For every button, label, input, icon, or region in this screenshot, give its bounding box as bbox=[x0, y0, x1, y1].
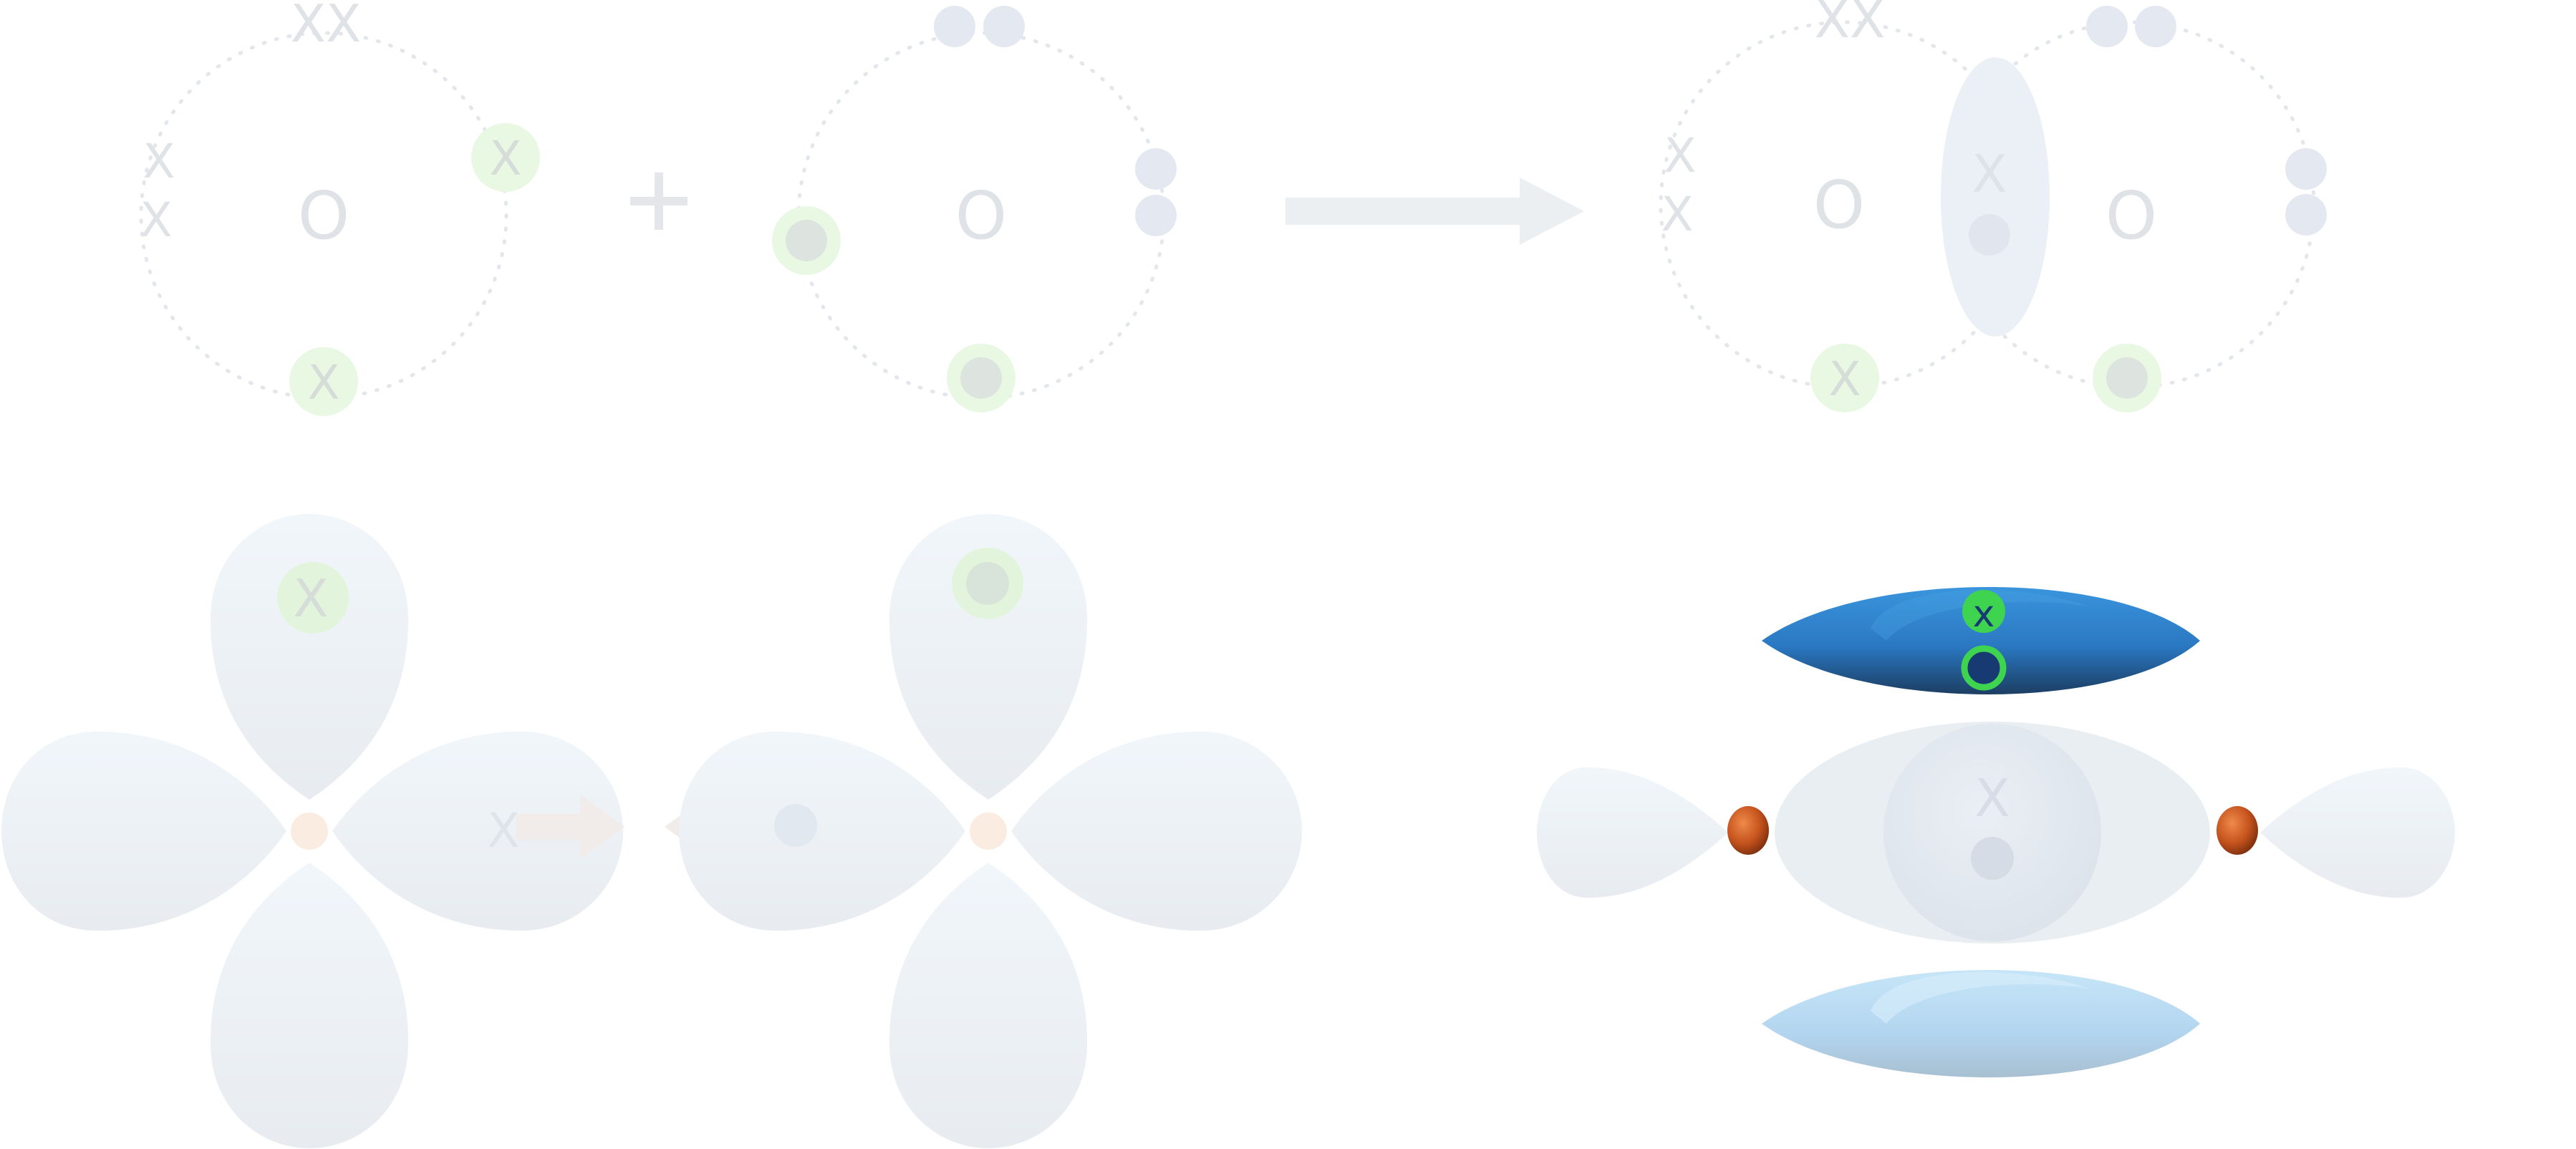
electron-dot bbox=[2285, 148, 2327, 190]
bonding-electron-halo bbox=[289, 347, 358, 416]
pi-electron-o-marker bbox=[1961, 645, 2007, 691]
electron-dot bbox=[1135, 148, 1177, 190]
electron-mark: X bbox=[143, 134, 175, 189]
p-orbital-lobe bbox=[1537, 767, 1728, 898]
atom-symbol: O bbox=[955, 178, 1007, 254]
pi-electron-mark: x bbox=[1973, 593, 1995, 636]
electron-dot bbox=[2086, 6, 2128, 47]
arrow-right-icon bbox=[1285, 178, 1584, 245]
top-right-oxygen: O bbox=[772, 6, 1177, 412]
electron-pair-mark: XX bbox=[291, 0, 362, 54]
electron-mark: X bbox=[487, 803, 519, 858]
sigma-electron-mark: X bbox=[1974, 768, 2010, 828]
o2-molecular-orbitals: X x bbox=[1537, 587, 2455, 1077]
electron-dot bbox=[2285, 194, 2327, 236]
electron-mark: X bbox=[1664, 128, 1696, 183]
pi-bond-highlight bbox=[1871, 971, 2091, 1024]
electron-dot bbox=[966, 562, 1009, 605]
right-p-orbitals bbox=[679, 514, 1302, 1148]
bonding-electron-halo bbox=[471, 123, 540, 192]
pi-bond-top-orbital bbox=[1762, 587, 2200, 694]
p-orbital-lobe bbox=[679, 731, 965, 931]
sigma-electron-dot bbox=[1971, 837, 2014, 880]
electron-mark: X bbox=[1661, 187, 1693, 242]
p-orbital-lobe bbox=[1, 731, 286, 931]
atom-nucleus bbox=[291, 813, 328, 850]
atom-symbol: O bbox=[298, 178, 349, 254]
shared-electron-dot bbox=[1969, 214, 2010, 256]
shared-bond-region bbox=[1941, 57, 2050, 336]
electron-mark: X bbox=[489, 131, 521, 186]
electron-dot bbox=[1135, 195, 1177, 236]
p-orbital-lobe bbox=[1011, 731, 1302, 931]
electron-dot bbox=[2135, 6, 2176, 47]
electron-mark: X bbox=[140, 193, 172, 248]
electron-dot bbox=[786, 220, 827, 261]
electron-mark: X bbox=[307, 355, 339, 410]
sigma-bond-sphere bbox=[1883, 724, 2101, 941]
electron-dot bbox=[960, 357, 1002, 399]
oxygen-nucleus-left bbox=[1727, 806, 1769, 855]
left-p-orbitals: X X bbox=[1, 514, 623, 1148]
p-orbital-lobe bbox=[210, 514, 409, 800]
pi-bond-bottom-orbital bbox=[1762, 970, 2200, 1077]
electron-dot bbox=[934, 6, 975, 47]
electron-dot bbox=[2106, 357, 2148, 399]
p-orbital-lobe bbox=[889, 514, 1088, 800]
electron-mark: X bbox=[1828, 352, 1861, 407]
p-orbital-lobe bbox=[210, 863, 409, 1148]
electron-mark: X bbox=[293, 568, 328, 629]
electron-dot bbox=[983, 6, 1025, 47]
electron-dot bbox=[774, 804, 817, 847]
atom-symbol: O bbox=[1813, 167, 1865, 243]
shared-electron-mark: X bbox=[1972, 144, 2007, 204]
electron-pair-mark: XX bbox=[1815, 0, 1886, 49]
pi-bond-highlight bbox=[1871, 589, 2091, 641]
p-orbital-lobe bbox=[2260, 767, 2455, 898]
bonding-electron-halo bbox=[1810, 344, 1879, 412]
top-product-o2: O O XX X X X X bbox=[1659, 0, 2327, 412]
atom-nucleus bbox=[970, 813, 1007, 850]
atom-symbol: O bbox=[2105, 178, 2157, 254]
oxygen-nucleus-right bbox=[2216, 806, 2258, 855]
pi-electron-x-marker bbox=[1962, 590, 2005, 633]
bonding-electron-halo bbox=[277, 562, 349, 634]
p-orbital-lobe bbox=[332, 731, 623, 931]
p-orbital-lobe bbox=[889, 863, 1088, 1148]
plus-icon bbox=[630, 173, 688, 230]
top-left-oxygen: O XX X X X X bbox=[139, 0, 540, 416]
